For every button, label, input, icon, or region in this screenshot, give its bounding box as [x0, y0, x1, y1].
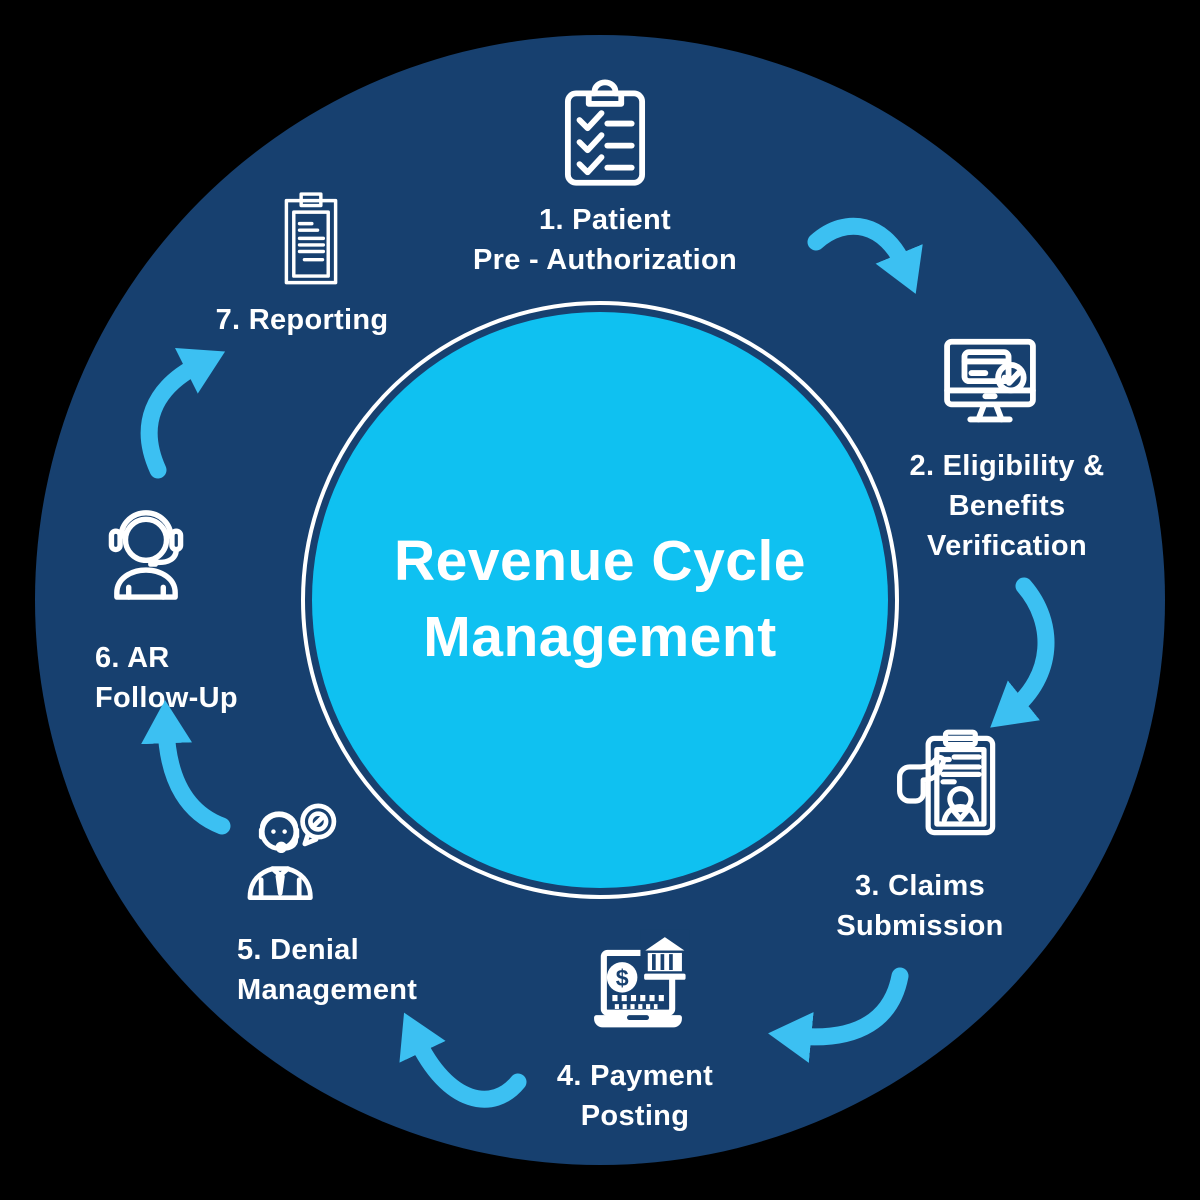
diagram-title: Revenue Cycle Management — [394, 524, 806, 676]
step-5-line-1: 5. Denial — [237, 934, 359, 966]
support-headset-icon — [92, 502, 200, 610]
step-5-line-2: Management — [237, 974, 418, 1006]
title-line-2: Management — [423, 605, 777, 669]
step-5-label: 5. Denial Management — [237, 930, 537, 1010]
step-4-line-1: 4. Payment — [556, 1060, 714, 1092]
step-6-label: 6. AR Follow-Up — [95, 638, 395, 718]
arrow-step6-to-step7 — [140, 348, 226, 479]
step-4-label: 4. Payment Posting — [485, 1056, 785, 1136]
step-2-line-3: Verification — [927, 530, 1087, 562]
step-2-label: 2. Eligibility & Benefits Verification — [857, 446, 1157, 566]
step-4-line-2: Posting — [580, 1100, 690, 1132]
step-3-line-2: Submission — [836, 910, 1004, 942]
arrow-step2-to-step3 — [990, 577, 1055, 728]
step-7-line-1: 7. Reporting — [215, 304, 389, 336]
arrow-step1-to-step2 — [807, 217, 923, 294]
title-line-1: Revenue Cycle — [393, 529, 807, 594]
arrow-step4-to-step5 — [399, 1012, 527, 1108]
hand-claim-form-icon — [886, 726, 1010, 850]
step-1-line-2: Pre - Authorization — [472, 244, 737, 276]
step-2-line-1: 2. Eligibility & — [909, 450, 1105, 482]
center-ring — [301, 301, 899, 899]
agent-denied-speech-icon — [232, 798, 344, 910]
checklist-clipboard-icon — [547, 76, 663, 192]
step-7-label: 7. Reporting — [182, 300, 422, 340]
svg-text:$: $ — [616, 965, 629, 991]
laptop-payment-bank-icon: $ — [577, 920, 699, 1042]
step-3-label: 3. Claims Submission — [770, 866, 1070, 946]
center-circle: Revenue Cycle Management — [312, 312, 888, 888]
arrow-step3-to-step4 — [768, 967, 909, 1063]
step-2-line-2: Benefits — [948, 490, 1066, 522]
step-3-line-1: 3. Claims — [854, 870, 986, 902]
step-1-label: 1. Patient Pre - Authorization — [405, 200, 805, 280]
step-6-line-1: 6. AR — [95, 642, 170, 674]
monitor-card-check-icon — [932, 322, 1048, 438]
arrow-step5-to-step6 — [141, 699, 231, 835]
report-clipboard-icon — [270, 190, 352, 290]
step-1-line-1: 1. Patient — [539, 204, 671, 236]
step-6-line-2: Follow-Up — [95, 682, 238, 714]
